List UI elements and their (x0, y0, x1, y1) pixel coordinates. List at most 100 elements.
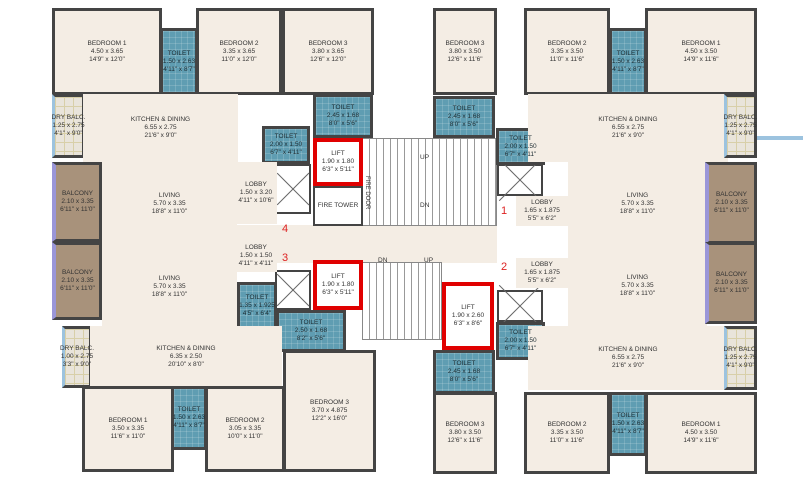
room-name: TOILET (177, 406, 201, 413)
room-dimensions-imperial: 11'0" x 11'6" (549, 55, 585, 63)
room-dimensions-metric: 2.00 x 1.50 (504, 337, 537, 344)
room-name: TOILET (616, 412, 640, 419)
room-name: BEDROOM 1 (681, 421, 721, 428)
room-dimensions-imperial: 8'2" x 5'6" (296, 335, 326, 342)
room-dimensions-metric: 1.50 x 2.63 (162, 57, 196, 65)
room-dimensions-metric: 1.25 x 2.75 (52, 122, 85, 129)
unit-marker-3: 3 (282, 252, 289, 264)
room-dimensions-imperial: 14'9" x 11'6" (683, 55, 719, 63)
room-dimensions-metric: 1.90 x 1.80 (321, 281, 355, 288)
room-name: LIFT (331, 273, 345, 280)
room-dimensions-imperial: 8'0" x 5'6" (328, 120, 358, 127)
room-name: TOILET (616, 49, 640, 57)
room-name: KITCHEN & DINING (598, 346, 658, 353)
room-dimensions-imperial: 4'5" x 6'4" (242, 310, 272, 317)
room-dimensions-imperial: 4'11" x 4'11" (238, 260, 274, 267)
room-name: TOILET (167, 49, 191, 57)
duct-shaft (275, 164, 311, 214)
room-dimensions-metric: 6.55 x 2.75 (611, 124, 645, 131)
room-dimensions-metric: 1.50 x 2.63 (611, 57, 645, 65)
room-dimensions-metric: 2.50 x 1.68 (294, 327, 328, 334)
room-name: BEDROOM 1 (681, 39, 721, 47)
room-dimensions-imperial: 12'6" x 11'6" (447, 55, 483, 63)
room-name: BALCONY (715, 271, 748, 278)
unit-marker-2: 2 (501, 261, 508, 273)
room-name: BEDROOM 3 (309, 399, 349, 406)
room-name: BEDROOM 2 (219, 39, 259, 47)
stair-up-label: UP (420, 154, 430, 161)
room-dimensions-metric: 3.80 x 3.50 (448, 429, 482, 436)
room-dimensions-imperial: 4'1" x 9'0" (54, 130, 83, 137)
room-dimensions-imperial: 5'5" x 6'2" (527, 215, 557, 222)
stair-down-label: DN (378, 257, 388, 264)
unit-marker-4: 4 (282, 223, 289, 235)
room-dimensions-imperial: 11'0" x 12'0" (221, 55, 257, 63)
room-dimensions-imperial: 11'6" x 11'0" (110, 433, 146, 440)
room-12: FIRE TOWER (313, 186, 363, 226)
duct-shaft (497, 290, 543, 322)
room-name: BALCONY (61, 269, 94, 276)
room-dimensions-metric: 3.80 x 3.65 (311, 47, 345, 55)
room-dimensions-metric: 4.50 x 3.50 (684, 47, 718, 55)
room-dimensions-imperial: 14'9" x 12'0" (89, 55, 125, 63)
room-dimensions-metric: 3.80 x 3.50 (448, 47, 482, 55)
room-dimensions-imperial: 6'11" x 11'0" (714, 287, 749, 294)
room-name: LIVING (626, 192, 649, 199)
room-name: FIRE TOWER (317, 202, 359, 209)
room-label: FIRE TOWER (318, 202, 359, 210)
room-dimensions-imperial: 6'3" x 5'11" (322, 166, 354, 173)
room-dimensions-imperial: 8'0" x 5'6" (449, 376, 479, 383)
room-dimensions-imperial: 6'7" x 4'11" (504, 150, 537, 158)
room-name: TOILET (452, 105, 476, 112)
room-name: DRY BALC. (59, 345, 95, 352)
unit-marker-1: 1 (501, 205, 508, 217)
room-name: BEDROOM 3 (445, 421, 485, 428)
room-dimensions-metric: 6.55 x 2.75 (611, 354, 645, 361)
room-name: TOILET (452, 360, 476, 367)
room-dimensions-imperial: 10'0" x 11'0" (227, 433, 263, 440)
room-dimensions-metric: 3.35 x 3.50 (550, 429, 584, 436)
room-dimensions-metric: 3.05 x 3.35 (228, 425, 262, 432)
room-name: TOILET (245, 294, 269, 301)
room-dimensions-imperial: 4'11" x 8'7" (163, 65, 195, 73)
room-dimensions-imperial: 12'2" x 16'0" (311, 415, 348, 422)
